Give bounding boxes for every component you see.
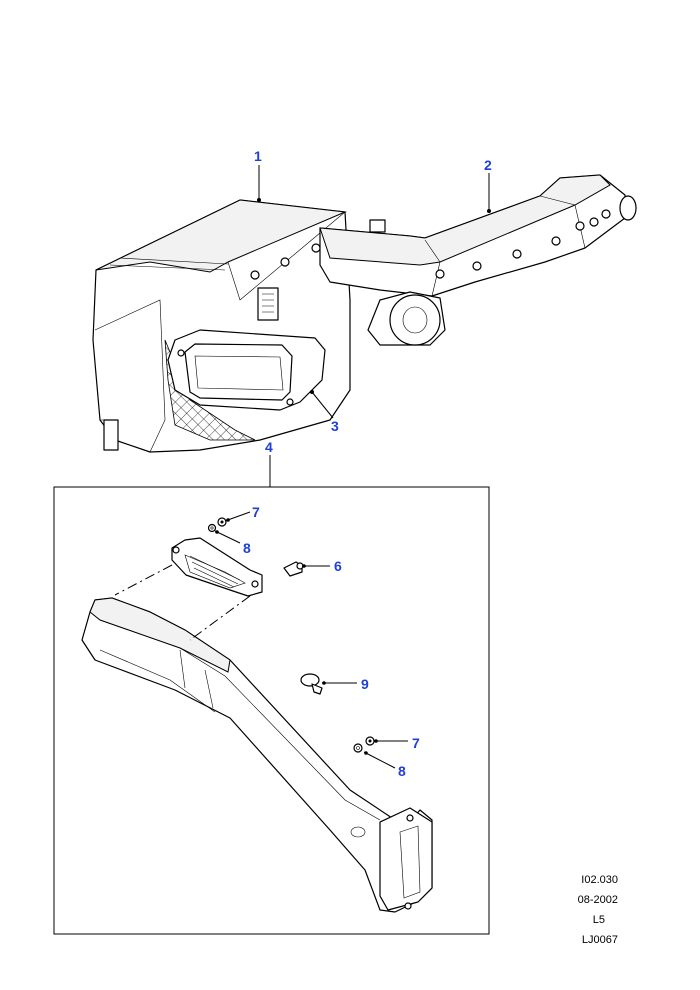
model-code: L5 xyxy=(592,914,605,926)
detail-box xyxy=(53,486,490,935)
fastener-7-upper xyxy=(217,517,227,527)
leader-lines xyxy=(257,165,491,487)
inlet-duct-detail xyxy=(81,517,433,913)
screw-6 xyxy=(283,561,304,577)
callout-9: 9 xyxy=(361,676,369,692)
illustration-number: I02.030 xyxy=(581,874,618,886)
washer-8-lower xyxy=(353,743,363,753)
air-cleaner-assembly xyxy=(92,199,351,453)
callout-7-lower: 7 xyxy=(412,735,420,751)
fastener-7-lower xyxy=(365,736,375,746)
callout-6: 6 xyxy=(334,558,342,574)
outlet-duct xyxy=(250,174,637,346)
callout-labels: 1 2 3 4 6 7 8 9 7 8 xyxy=(243,148,492,779)
callout-3: 3 xyxy=(331,418,339,434)
callout-1: 1 xyxy=(254,148,262,164)
detail-leader-lines xyxy=(214,511,408,769)
diagram-code: LJ0067 xyxy=(581,934,618,946)
callout-8-upper: 8 xyxy=(243,540,251,556)
callout-2: 2 xyxy=(484,157,492,173)
clip-9 xyxy=(300,673,323,695)
callout-8-lower: 8 xyxy=(398,763,406,779)
callout-4: 4 xyxy=(265,439,273,455)
washer-8-upper xyxy=(207,523,217,533)
callout-7-upper: 7 xyxy=(252,504,260,520)
issue-date: 08-2002 xyxy=(577,894,618,906)
